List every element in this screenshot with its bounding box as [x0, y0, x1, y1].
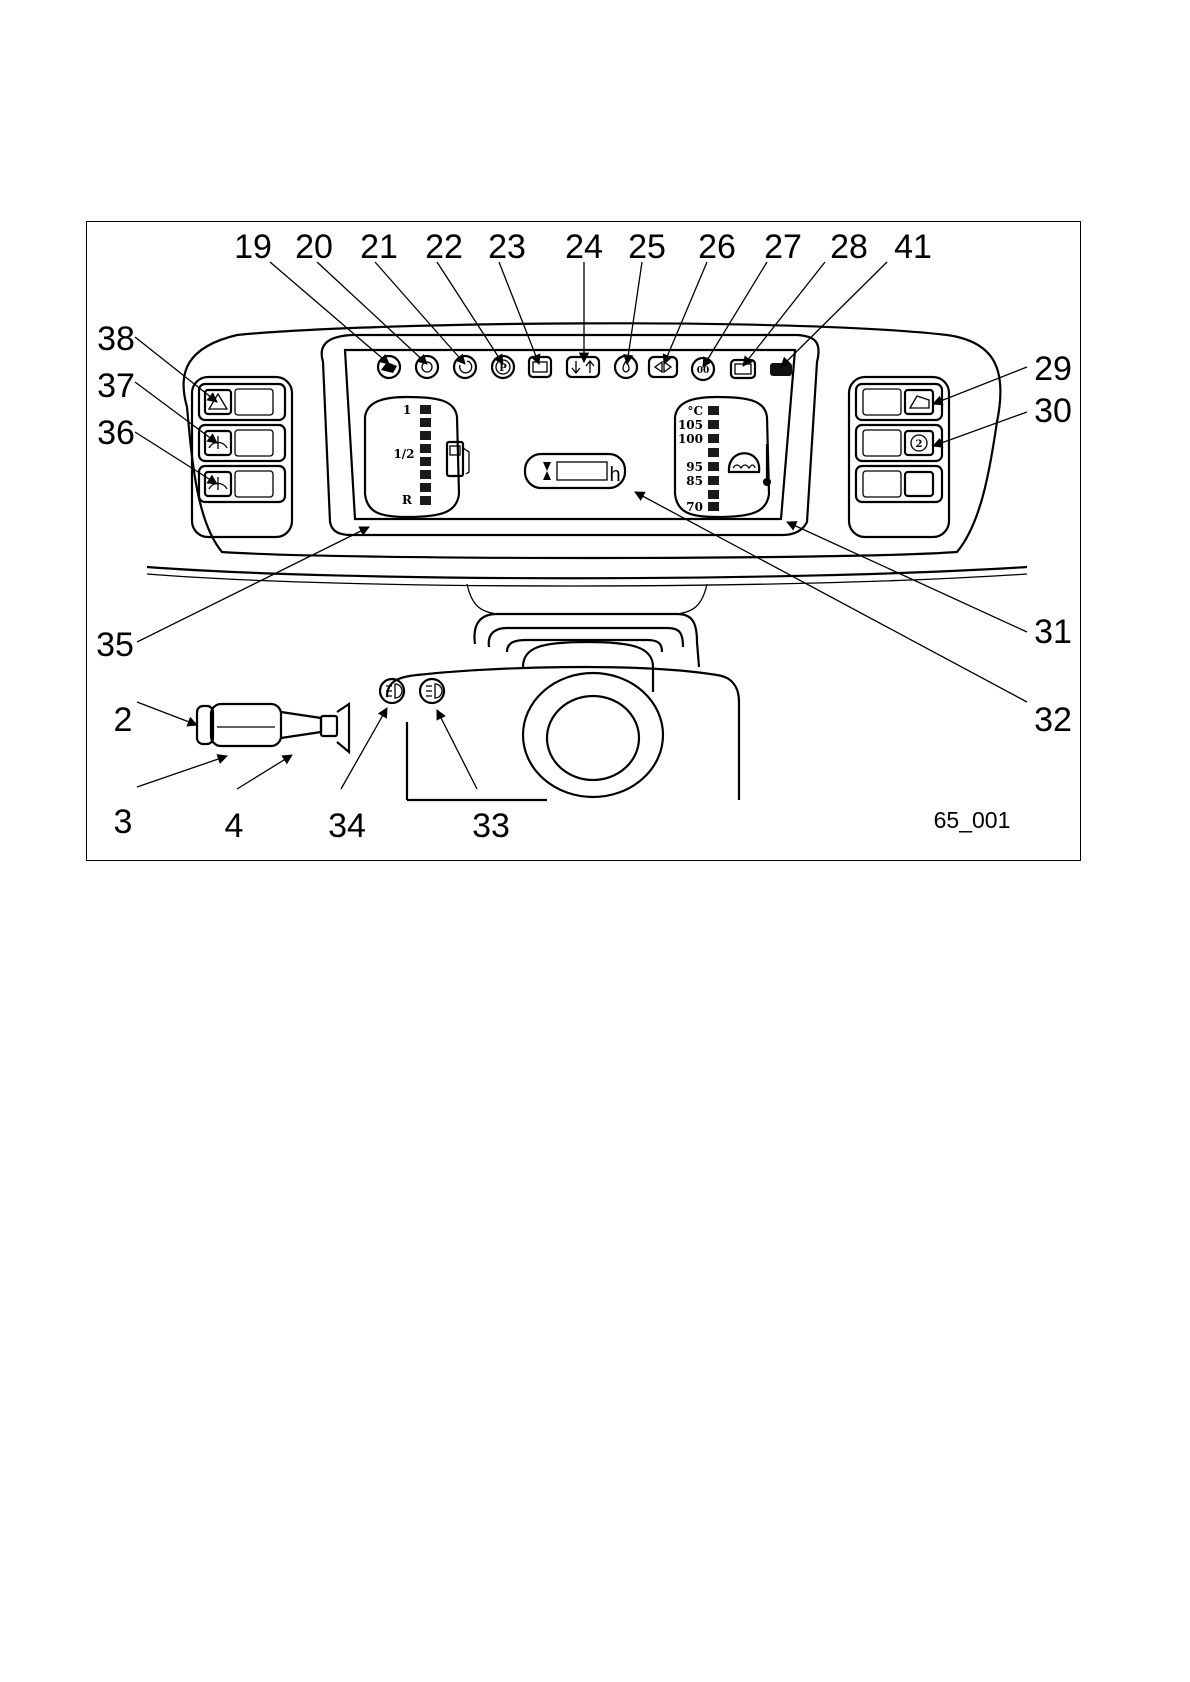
- spare-switch[interactable]: [905, 472, 933, 496]
- callout-35: 35: [96, 626, 134, 664]
- left-switch-panel: [192, 377, 292, 537]
- svg-text:P: P: [499, 363, 507, 374]
- temp-unit-label: °C: [687, 404, 703, 418]
- callout-31: 31: [1034, 613, 1072, 651]
- svg-text:00: 00: [697, 366, 710, 376]
- callout-38: 38: [97, 320, 135, 358]
- lamp-19-icon: [378, 356, 400, 378]
- lamp-27-icon: 00: [692, 358, 714, 380]
- svg-text:2: 2: [916, 439, 923, 450]
- callout-2: 2: [114, 701, 133, 739]
- callout-30: 30: [1034, 392, 1072, 430]
- work-light-switch[interactable]: [905, 390, 933, 414]
- callout-21: 21: [360, 228, 398, 266]
- callout-28: 28: [830, 228, 868, 266]
- temp-label-70: 70: [686, 500, 703, 514]
- rear-wiper-switch[interactable]: [205, 472, 231, 496]
- coolant-temp-gauge: °C 105 100 95 85 70: [675, 397, 771, 517]
- column-lever[interactable]: [197, 704, 349, 752]
- figure-id: 65_001: [934, 807, 1011, 833]
- callout-22: 22: [425, 228, 463, 266]
- temp-label-85: 85: [686, 474, 703, 488]
- callout-32: 32: [1034, 701, 1072, 739]
- front-wiper-switch[interactable]: [205, 431, 231, 455]
- lamp-26-icon: [649, 357, 677, 377]
- dashboard-outline: [147, 323, 1027, 614]
- callout-leaders: [135, 262, 1027, 789]
- instrument-panel-figure: 2 P 00 1 1/2 R: [86, 221, 1081, 861]
- lamp-41-icon: [770, 363, 792, 376]
- drive-mode-switch[interactable]: 2: [905, 431, 933, 455]
- callout-25: 25: [628, 228, 666, 266]
- lamp-20-icon: [416, 356, 438, 378]
- callout-23: 23: [488, 228, 526, 266]
- lamp-22-icon: P: [492, 356, 514, 378]
- steering-column: [387, 614, 739, 800]
- callout-34: 34: [328, 807, 366, 845]
- callout-4: 4: [225, 807, 244, 845]
- coolant-temp-icon: [729, 444, 771, 486]
- hazard-switch[interactable]: [205, 390, 231, 414]
- fuel-gauge: 1 1/2 R: [365, 397, 469, 517]
- lamp-24-icon: [567, 357, 599, 377]
- fuel-label-reserve: R: [402, 493, 413, 507]
- callout-19: 19: [234, 228, 272, 266]
- hour-meter: h: [525, 454, 625, 488]
- callout-20: 20: [295, 228, 333, 266]
- callout-29: 29: [1034, 350, 1072, 388]
- callout-36: 36: [97, 414, 135, 452]
- hour-unit-label: h: [609, 464, 620, 486]
- temp-label-95: 95: [686, 460, 703, 474]
- callout-26: 26: [698, 228, 736, 266]
- lamp-23-icon: [529, 357, 551, 377]
- lamp-21-icon: [454, 356, 476, 378]
- callout-24: 24: [565, 228, 603, 266]
- fuel-label-full: 1: [403, 403, 411, 417]
- lamp-25-icon: [615, 356, 637, 378]
- temp-label-105: 105: [678, 418, 703, 432]
- warning-lamp-row: P 00: [378, 356, 792, 380]
- light-switch-33[interactable]: [420, 679, 444, 703]
- callout-3: 3: [114, 803, 133, 841]
- callout-33: 33: [472, 807, 510, 845]
- temp-label-100: 100: [678, 432, 703, 446]
- callout-37: 37: [97, 367, 135, 405]
- callout-41: 41: [894, 228, 932, 266]
- lamp-28-icon: [731, 360, 755, 378]
- fuel-label-half: 1/2: [393, 447, 414, 461]
- callout-27: 27: [764, 228, 802, 266]
